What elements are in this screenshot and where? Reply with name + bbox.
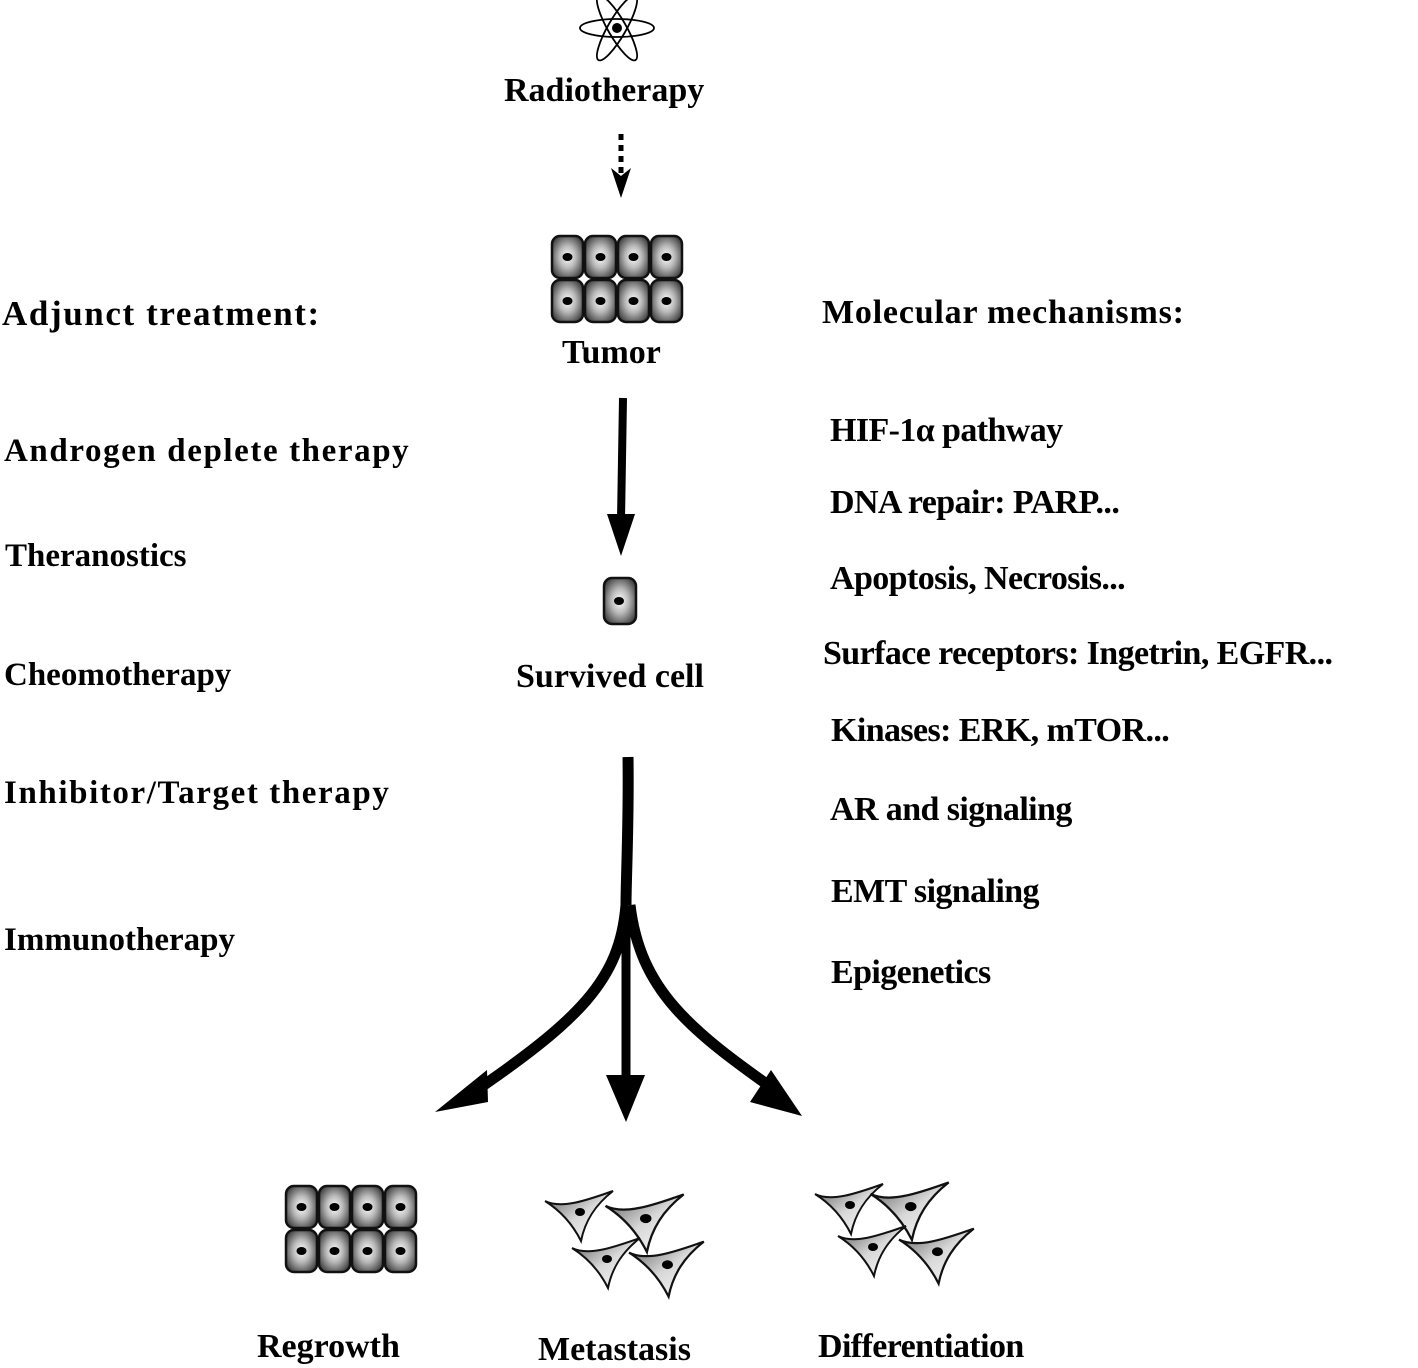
nucleus [562,253,573,261]
branch-right [624,904,779,1095]
cell [350,1184,385,1230]
nucleus [296,1247,307,1255]
single-cell-icon [602,576,638,626]
nucleus [932,1247,943,1257]
nucleus [628,253,639,261]
branch-arrows [461,756,779,1103]
molecular-mechanisms-heading: Molecular mechanisms: [822,294,1185,331]
cell [583,234,618,280]
nucleus [661,297,672,305]
cell [383,1228,418,1274]
cell [649,278,684,324]
mechanism-item: Kinases: ERK, mTOR... [831,712,1170,749]
fibroblast-cell [898,1227,975,1287]
migrating-cells-icon [544,1190,705,1300]
cell-cluster-icon [550,234,684,324]
cell [350,1228,385,1274]
nucleus [905,1201,917,1212]
nucleus [395,1247,406,1255]
mechanism-item: DNA repair: PARP... [830,484,1120,521]
nucleus [640,1213,652,1224]
nucleus [595,253,606,261]
nucleus [329,1247,340,1255]
atom-icon [579,0,655,62]
mechanism-item: HIF-1α pathway [830,412,1063,449]
cell [616,234,651,280]
arrowhead-center [606,1075,645,1122]
nucleus [661,253,672,261]
mechanism-item: Surface receptors: Ingetrin, EGFR... [823,635,1333,672]
cell [317,1184,352,1230]
metastasis-label: Metastasis [538,1331,691,1368]
nucleus [602,1255,612,1263]
cell [550,234,585,280]
nucleus [362,1247,373,1255]
mechanism-item: AR and signaling [830,791,1072,828]
nucleus [575,1208,585,1216]
adjunct-item: Theranostics [5,538,187,574]
cell [284,1228,319,1274]
cell [649,234,684,280]
adjunct-item: Inhibitor/Target therapy [4,775,391,811]
mechanism-item: Apoptosis, Necrosis... [830,560,1126,597]
differentiation-label: Differentiation [818,1328,1024,1365]
solid-arrow [607,397,635,556]
cell-cluster-icon [284,1184,418,1274]
fibroblast-cell [604,1193,685,1256]
radiotherapy-label: Radiotherapy [504,72,705,109]
nucleus [329,1203,340,1211]
nucleus [595,297,606,305]
fibroblast-cell [544,1190,614,1245]
cell [383,1184,418,1230]
cell [550,278,585,324]
adjunct-item: Cheomotherapy [4,657,232,693]
mechanism-item: Epigenetics [831,954,991,991]
cell [317,1228,352,1274]
fibroblast-cell [571,1237,641,1292]
cell [616,278,651,324]
arrowhead-right [750,1070,802,1116]
adjunct-item: Androgen deplete therapy [4,433,411,469]
fibroblast-cell [814,1183,884,1238]
nucleus [662,1260,673,1270]
branch-stem [620,756,634,906]
nucleus [628,297,639,305]
branch-left [461,904,632,1103]
dashed-arrow [611,134,631,198]
adjunct-treatment-heading: Adjunct treatment: [2,294,321,333]
survived-cell-label: Survived cell [516,658,704,695]
arrowhead-left [435,1070,488,1112]
cell [583,278,618,324]
migrating-cells-icon [814,1181,975,1287]
tumor-label: Tumor [562,334,661,371]
cell [284,1184,319,1230]
nucleus [562,297,573,305]
nucleus [868,1243,878,1251]
fibroblast-cell [837,1225,907,1280]
nucleus [362,1203,373,1211]
nucleus [296,1203,307,1211]
mechanism-item: EMT signaling [831,873,1040,910]
nucleus [845,1201,855,1209]
fibroblast-cell [628,1240,705,1300]
nucleus [395,1203,406,1211]
adjunct-item: Immunotherapy [4,922,236,958]
regrowth-label: Regrowth [257,1328,400,1365]
fibroblast-cell [869,1181,950,1244]
